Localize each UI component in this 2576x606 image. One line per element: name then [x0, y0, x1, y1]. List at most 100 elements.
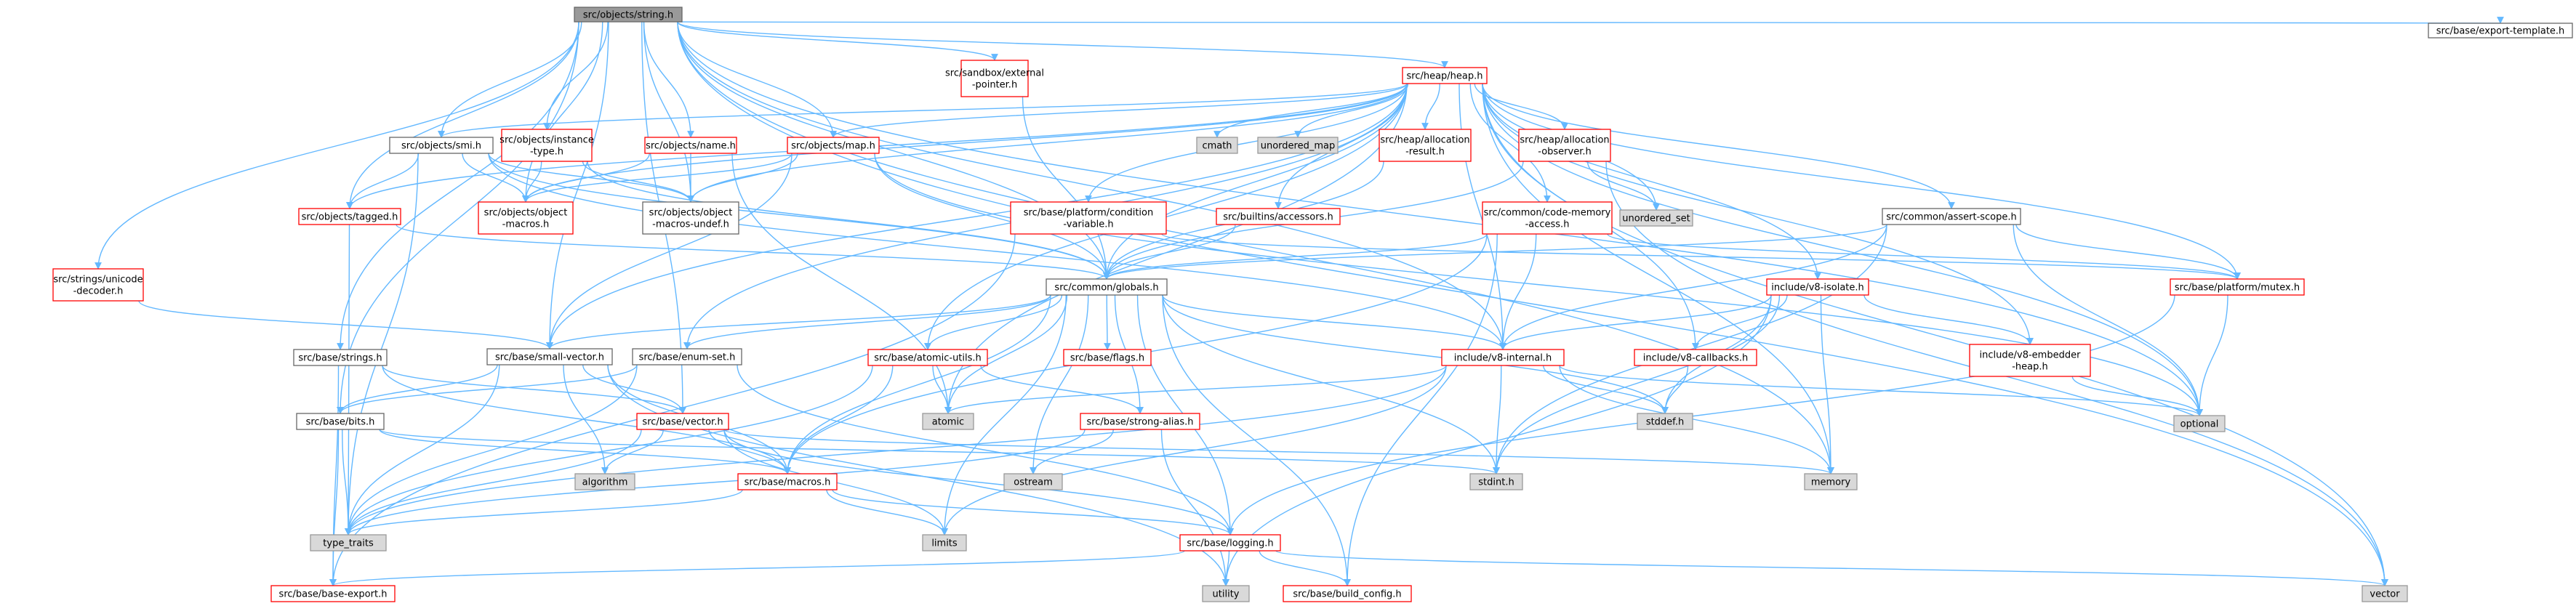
node-sandbox-ext[interactable]: src/sandbox/external-pointer.h: [945, 60, 1044, 97]
node-label: -variable.h: [1063, 219, 1113, 230]
edge-heap_h-to-small_vector: [546, 83, 1408, 350]
edge-tagged_h-to-globals: [396, 224, 1110, 280]
node-label: src/base/small-vector.h: [495, 352, 604, 363]
node-label: src/objects/string.h: [583, 10, 673, 21]
edge-logging_h-to-base_export: [329, 550, 1185, 586]
node-label: -type.h: [530, 147, 563, 158]
node-alloc-observer[interactable]: src/heap/allocation-observer.h: [1518, 129, 1611, 162]
edge-v8_internal-to-stdint: [1493, 365, 1502, 474]
node-build-config[interactable]: src/base/build_config.h: [1283, 585, 1412, 602]
edge-heap_h-to-v8_isolate: [1482, 83, 1821, 280]
node-box: [1003, 473, 1063, 490]
node-instance-type[interactable]: src/objects/instance-type.h: [499, 129, 594, 162]
node-label: src/base/atomic-utils.h: [874, 353, 982, 364]
edge-small_vector-to-type_traits: [345, 364, 500, 536]
node-embedder-heap[interactable]: include/v8-embedder-heap.h: [1969, 344, 2091, 377]
node-unicode-dec[interactable]: src/strings/unicode-decoder.h: [52, 268, 144, 302]
node-map-h[interactable]: src/objects/map.h: [787, 137, 880, 154]
node-v8-isolate[interactable]: include/v8-isolate.h: [1766, 278, 1869, 296]
node-label: src/objects/map.h: [791, 141, 875, 152]
node-assert-scope[interactable]: src/common/assert-scope.h: [1882, 208, 2021, 225]
edge-smi_h-to-tagged_h: [346, 153, 420, 209]
node-box: [1283, 585, 1412, 602]
edge-v8_internal-to-memory: [1559, 365, 1834, 474]
node-flags[interactable]: src/base/flags.h: [1063, 349, 1152, 366]
node-builtins-acc[interactable]: src/builtins/accessors.h: [1216, 208, 1341, 225]
node-label: type_traits: [323, 538, 374, 549]
edge-heap_h-to-cond_var: [1085, 83, 1408, 203]
node-code-mem[interactable]: src/common/code-memory-access.h: [1482, 201, 1613, 235]
edge-cond_var-to-base_export: [329, 233, 1016, 586]
node-label: src/base/enum-set.h: [639, 352, 736, 363]
node-object-macros-undef[interactable]: src/objects/object-macros-undef.h: [642, 201, 739, 235]
node-label: src/objects/name.h: [646, 141, 736, 152]
node-tagged-h[interactable]: src/objects/tagged.h: [298, 208, 401, 225]
edge-v8_isolate-to-stdint: [1493, 294, 1772, 474]
node-label: memory: [1811, 477, 1851, 488]
edge-cond_var-to-mutex: [1161, 233, 2241, 280]
node-box: [1766, 278, 1869, 296]
node-cond-var[interactable]: src/base/platform/condition-variable.h: [1010, 201, 1167, 235]
node-enum-set[interactable]: src/base/enum-set.h: [632, 348, 742, 365]
node-label: unordered_set: [1622, 214, 1690, 225]
node-box: [960, 60, 1029, 97]
edge-v8_isolate-to-embedder_heap: [1863, 294, 2034, 345]
node-box: [486, 348, 613, 365]
edge-root-to-object_macros_undef: [643, 21, 694, 203]
edge-root-to-instance_type: [543, 21, 609, 130]
edge-code_mem-to-v8_internal: [1499, 233, 1537, 350]
node-export-tmpl[interactable]: src/base/export-template.h: [2428, 23, 2573, 39]
node-box: [1216, 208, 1341, 225]
node-heap-h[interactable]: src/heap/heap.h: [1402, 67, 1488, 84]
edge-enum_set-to-logging_h: [737, 364, 1234, 536]
edge-atomic_utils-to-atomic: [932, 365, 952, 414]
node-vector-h[interactable]: src/base/vector.h: [636, 413, 729, 430]
node-box: [1969, 344, 2091, 377]
node-alloc-result[interactable]: src/heap/allocation-result.h: [1379, 129, 1472, 162]
node-globals[interactable]: src/common/globals.h: [1046, 278, 1168, 296]
node-v8-callbacks[interactable]: include/v8-callbacks.h: [1634, 349, 1757, 366]
node-name-h[interactable]: src/objects/name.h: [644, 137, 737, 154]
node-logging-h[interactable]: src/base/logging.h: [1179, 534, 1281, 552]
node-label: src/base/vector.h: [642, 417, 723, 428]
edge-small_vector-to-bits_h: [337, 364, 498, 414]
node-label: src/base/logging.h: [1187, 538, 1273, 549]
node-base-export[interactable]: src/base/base-export.h: [270, 585, 396, 602]
edge-instance_type-to-globals: [587, 161, 1110, 280]
node-base-strings[interactable]: src/base/strings.h: [293, 349, 388, 366]
node-label: src/base/macros.h: [745, 477, 831, 488]
edge-globals-to-ostream: [1030, 294, 1089, 474]
edge-instance_type-to-object_macros_undef: [582, 161, 694, 203]
node-memory: memory: [1804, 473, 1858, 490]
node-label: src/base/build_config.h: [1293, 589, 1401, 600]
node-box: [1469, 473, 1523, 490]
node-box: [2170, 278, 2305, 296]
node-mutex[interactable]: src/base/platform/mutex.h: [2170, 278, 2305, 296]
edge-root-to-tagged_h: [346, 21, 579, 209]
node-box: [1518, 129, 1611, 162]
edge-root-to-heap_h: [677, 21, 1448, 68]
edge-name_h-to-object_macros: [522, 153, 650, 203]
node-label: cmath: [1202, 141, 1232, 152]
node-macros-h[interactable]: src/base/macros.h: [737, 473, 838, 490]
node-object-macros[interactable]: src/objects/object-macros.h: [478, 201, 574, 235]
node-label: stdint.h: [1478, 477, 1514, 488]
node-strong-alias[interactable]: src/base/strong-alias.h: [1080, 413, 1200, 430]
node-smi-h[interactable]: src/objects/smi.h: [389, 137, 494, 154]
edge-alloc_observer-to-unordered_set: [1586, 161, 1660, 211]
edge-strong_alias-to-utility: [1160, 429, 1229, 586]
node-bits-h[interactable]: src/base/bits.h: [296, 413, 385, 430]
node-atomic-utils[interactable]: src/base/atomic-utils.h: [867, 349, 988, 366]
node-label: utility: [1213, 589, 1240, 600]
edge-map_h-to-globals: [874, 153, 1110, 280]
node-box: [1619, 209, 1693, 227]
node-label: include/v8-callbacks.h: [1643, 353, 1749, 364]
edge-bits_h-to-base_export: [329, 429, 340, 586]
node-small-vector[interactable]: src/base/small-vector.h: [486, 348, 613, 365]
edge-v8_internal-to-stddef: [1543, 365, 1669, 414]
edge-root-to-export_tmpl: [677, 17, 2501, 25]
node-box: [574, 7, 683, 23]
edge-map_h-to-object_macros: [522, 153, 793, 203]
node-v8-internal[interactable]: include/v8-internal.h: [1441, 349, 1565, 366]
node-box: [636, 413, 729, 430]
